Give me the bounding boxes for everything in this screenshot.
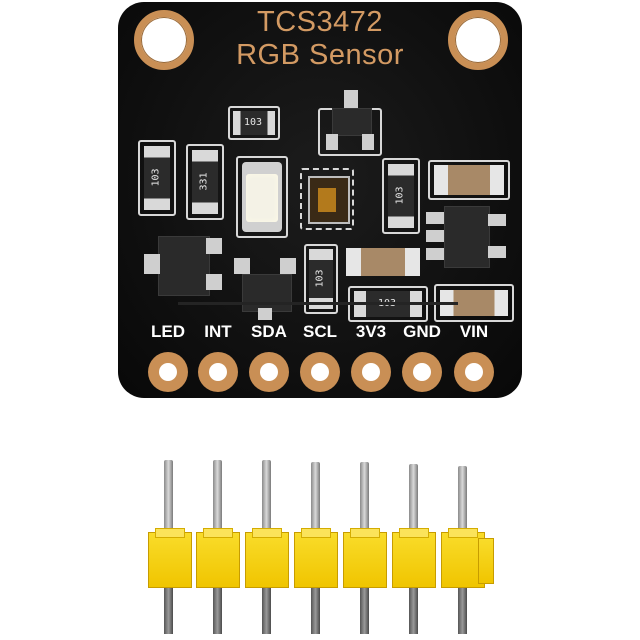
capacitor-middle (346, 248, 420, 276)
resistor-label: 331 (198, 172, 210, 191)
board-title: TCS3472 (256, 6, 383, 38)
regulator-pad (426, 230, 444, 242)
header-block (392, 532, 436, 588)
header-block (441, 532, 485, 588)
header-pin (311, 588, 320, 634)
resistor-bottom-middle: 103 (309, 249, 333, 309)
sensor-outline (300, 168, 354, 230)
pin-label-vin: VIN (459, 322, 489, 341)
transistor-pad (144, 254, 160, 274)
regulator-pad (426, 212, 444, 224)
regulator-pad (488, 214, 506, 226)
transistor-pad (280, 258, 296, 274)
mounting-hole-left (134, 10, 194, 70)
header-block-top (350, 528, 380, 538)
header-block (196, 532, 240, 588)
header-pin (360, 462, 369, 536)
header-block-top (301, 528, 331, 538)
resistor-outline (138, 140, 176, 216)
pin-pad-3v3 (351, 352, 391, 392)
resistor-outline (304, 244, 338, 314)
board-subtitle: RGB Sensor (236, 39, 404, 71)
header-block (148, 532, 192, 588)
pin-label-led: LED (151, 322, 185, 341)
resistor-left: 103 (144, 146, 170, 210)
header-pin (458, 466, 467, 536)
regulator-pad (426, 248, 444, 260)
header-pin (409, 464, 418, 536)
transistor-pad (362, 134, 374, 150)
pcb-trace (178, 302, 458, 305)
header-block (294, 532, 338, 588)
resistor-outline (186, 144, 224, 220)
pin-label-int: INT (204, 322, 232, 341)
transistor-left (158, 236, 210, 296)
pin-pad-led (148, 352, 188, 392)
resistor-label: 103 (314, 269, 326, 288)
header-pin (213, 588, 222, 634)
header-pin (458, 588, 467, 634)
pin-pad-vin (454, 352, 494, 392)
pin-pad-gnd (402, 352, 442, 392)
transistor-top (332, 108, 372, 136)
header-block-top (252, 528, 282, 538)
header-block-end (478, 538, 494, 584)
pcb-board: TCS3472 RGB Sensor 103 103 331 (118, 2, 522, 398)
capacitor-outline (428, 160, 510, 200)
led-outline (236, 156, 288, 238)
header-block-top (203, 528, 233, 538)
header-block (245, 532, 289, 588)
led-lens (246, 174, 278, 222)
transistor-pad (344, 90, 358, 108)
header-block-top (399, 528, 429, 538)
header-pin (164, 460, 173, 536)
pin-label-sda: SDA (251, 322, 287, 341)
resistor-label: 103 (150, 168, 162, 187)
header-pin (360, 588, 369, 634)
pin-pad-scl (300, 352, 340, 392)
header-pin (311, 462, 320, 536)
resistor-331: 331 (192, 150, 218, 214)
resistor-top: 103 (233, 111, 275, 135)
transistor-pad (234, 258, 250, 274)
resistor-label: 103 (244, 117, 263, 128)
resistor-label: 103 (394, 186, 406, 205)
transistor-pad (206, 274, 222, 290)
header-pin (262, 460, 271, 536)
transistor-pad (206, 238, 222, 254)
header-pin (164, 588, 173, 634)
pin-pad-sda (249, 352, 289, 392)
resistor-right: 103 (388, 164, 414, 228)
header-pin (262, 588, 271, 634)
pin-label-gnd: GND (403, 322, 441, 341)
transistor-pad (258, 308, 272, 320)
pin-label-scl: SCL (303, 322, 337, 341)
transistor-middle (242, 274, 292, 312)
resistor-outline (228, 106, 280, 140)
pin-pad-int (198, 352, 238, 392)
header-pin (409, 588, 418, 634)
header-block-top (155, 528, 185, 538)
resistor-outline (382, 158, 420, 234)
mounting-hole-right (448, 10, 508, 70)
regulator-pad (488, 246, 506, 258)
voltage-regulator (444, 206, 490, 268)
sensor-die (318, 188, 336, 212)
header-block (343, 532, 387, 588)
capacitor-top-right (434, 165, 504, 195)
transistor-pad (326, 134, 338, 150)
header-pin (213, 460, 222, 536)
header-block-top (448, 528, 478, 538)
pin-label-3v3: 3V3 (355, 322, 387, 341)
